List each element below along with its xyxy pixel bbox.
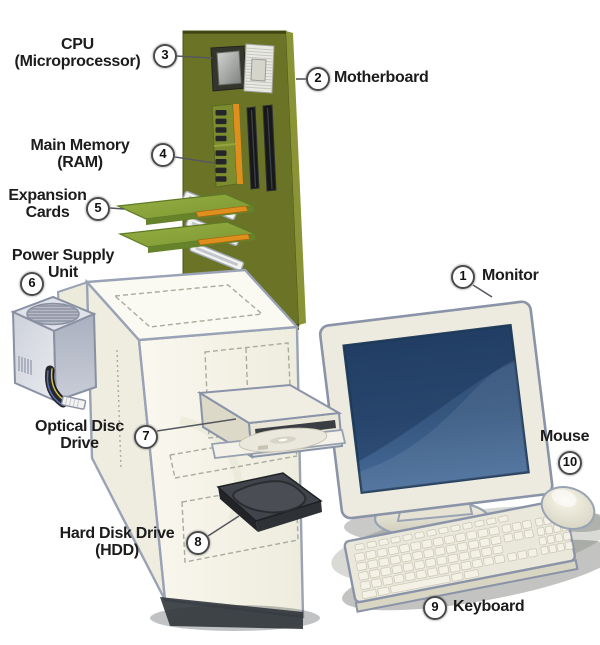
cpu-graphic [210,43,275,94]
psu-connector [60,395,87,410]
callout-number-cpu: 3 [153,44,177,68]
callout-number-ram: 4 [151,143,175,167]
expansion-cards-graphic [115,193,258,253]
leader-lines [109,55,493,537]
callout-number-psu: 6 [20,272,44,296]
ram-graphic [211,103,277,192]
hdd-graphic [216,472,323,532]
label-cpu: CPU(Microprocessor) [14,36,141,70]
label-motherboard: Motherboard [334,69,429,86]
psu-vent-slits [18,356,32,375]
callout-number-optical: 7 [134,425,158,449]
monitor-screen [342,323,530,495]
label-hdd: Hard Disk Drive(HDD) [59,525,175,559]
keyboard-keys [354,512,573,599]
psu-graphic [10,295,98,410]
mouse-graphic [540,486,596,530]
callout-number-monitor: 1 [451,265,475,289]
label-keyboard: Keyboard [453,598,525,615]
callout-number-motherboard: 2 [306,67,330,91]
callout-number-hdd: 8 [186,531,210,555]
optical-drive-graphic [196,383,347,459]
label-mouse: Mouse [540,428,590,445]
label-monitor: Monitor [482,267,539,284]
callout-number-keyboard: 9 [423,596,447,620]
callout-number-mouse: 10 [558,451,582,475]
label-ram: Main Memory(RAM) [30,137,130,171]
callout-number-expansion: 5 [86,197,110,221]
